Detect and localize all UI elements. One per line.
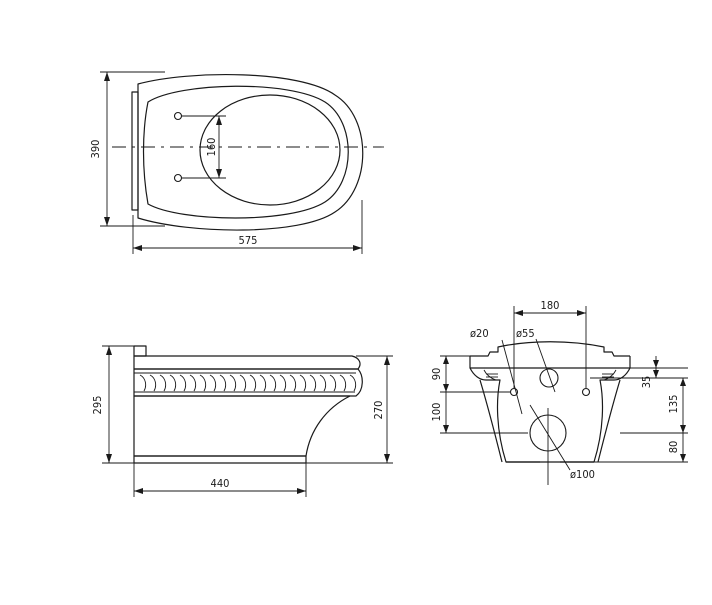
top-view: 390 160 575 — [89, 71, 384, 254]
top-view-bowl-opening — [199, 94, 341, 206]
top-view-fixing-hole-upper — [173, 111, 183, 121]
top-view-inner-rim — [142, 85, 349, 219]
rear-view: 180 ø20 ø55 ø100 90 100 35 135 80 — [430, 299, 688, 485]
dim-text-440: 440 — [211, 477, 230, 490]
top-view-outer-rim — [137, 74, 364, 231]
rear-view-top-profile — [470, 341, 630, 357]
dim-text-phi55: ø55 — [516, 327, 535, 340]
dim-text-phi20: ø20 — [470, 327, 489, 340]
dim-text-90: 90 — [430, 368, 443, 381]
dim-text-295: 295 — [91, 396, 104, 415]
side-view-decor-band — [133, 368, 363, 397]
dim-text-100: 100 — [430, 403, 443, 422]
rear-view-right-flutes — [602, 369, 617, 381]
dim-text-35: 35 — [640, 376, 653, 389]
rear-view-hole-right-small — [581, 387, 591, 397]
rear-view-left-flutes — [483, 369, 498, 381]
dim-text-390: 390 — [89, 140, 102, 159]
side-view: 295 270 440 — [91, 345, 393, 497]
side-view-rim — [133, 355, 361, 370]
dim-text-80: 80 — [667, 441, 680, 454]
top-view-rear-plate — [131, 91, 139, 211]
dim-text-135: 135 — [667, 395, 680, 414]
side-view-base — [133, 455, 307, 464]
top-view-fixing-hole-lower — [173, 173, 183, 183]
side-view-body — [133, 395, 351, 457]
dim-text-160: 160 — [205, 138, 218, 157]
rear-view-inlet-hole — [539, 368, 559, 388]
dim-text-phi100: ø100 — [570, 468, 595, 481]
rear-view-left-console — [469, 367, 540, 463]
dim-text-180: 180 — [541, 299, 560, 312]
side-view-rope-pattern — [139, 374, 357, 392]
dim-text-270: 270 — [372, 401, 385, 420]
dim-text-575: 575 — [239, 234, 258, 247]
rear-view-right-console — [560, 367, 631, 463]
